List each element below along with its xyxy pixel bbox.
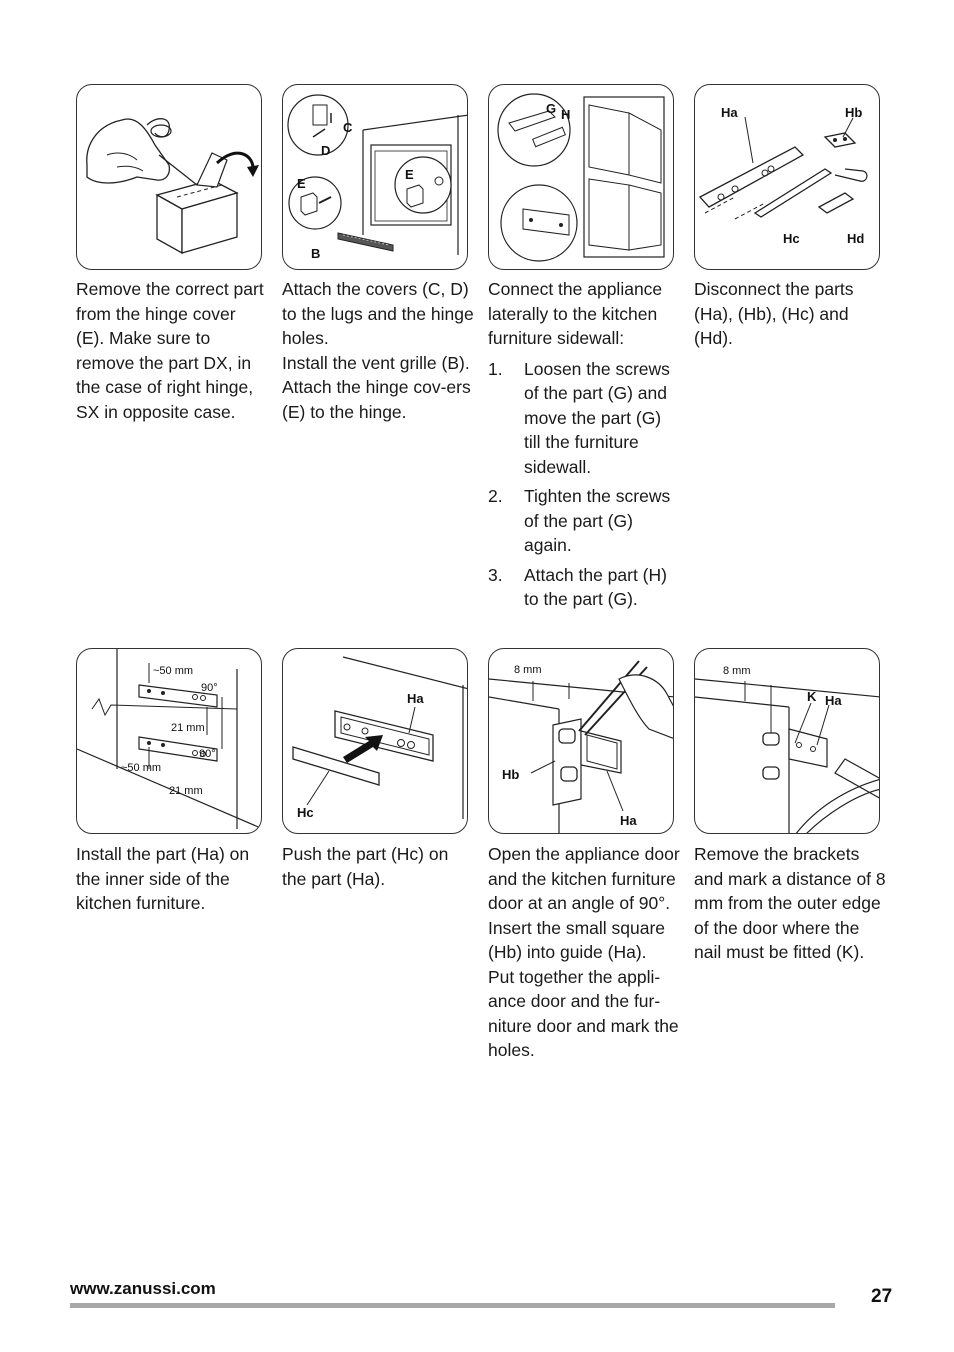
- caption-step-6: Push the part (Hc) on the part (Ha).: [282, 842, 474, 891]
- insert-hb-drawing: 8 mm Hb Ha: [489, 660, 673, 833]
- label-hc: Hc: [297, 805, 314, 820]
- label-e-right: E: [405, 167, 414, 182]
- list-item-text: Loosen the screws of the part (G) and mo…: [524, 358, 670, 477]
- caption-step-7-line-3: Put together the appli-ance door and the…: [488, 966, 679, 1061]
- illustration-insert-hb: 8 mm Hb Ha: [488, 648, 674, 834]
- label-ha: Ha: [721, 105, 738, 120]
- list-item-text: Attach the part (H) to the part (G).: [524, 564, 667, 610]
- label-hb: Hb: [845, 105, 862, 120]
- caption-step-2-line-1: Attach the covers (C, D) to the lugs and…: [282, 279, 474, 348]
- list-item: 2. Tighten the screws of the part (G) aga…: [488, 484, 680, 558]
- label-8mm: 8 mm: [514, 664, 542, 676]
- lateral-connect-drawing: G H: [497, 93, 665, 262]
- footer-website-url: www.zanussi.com: [70, 1279, 216, 1298]
- caption-step-2: Attach the covers (C, D) to the lugs and…: [282, 277, 474, 424]
- caption-step-8: Remove the brackets and mark a distance …: [694, 842, 886, 965]
- covers-and-grille-drawing: C D E E B: [287, 94, 467, 261]
- label-50mm-top: ~50 mm: [153, 665, 193, 677]
- label-hd: Hd: [847, 231, 864, 246]
- illustration-install-ha: ~50 mm 90° 21 mm 90° ~50 mm 21 mm: [76, 648, 262, 834]
- label-h: H: [561, 107, 570, 122]
- caption-step-6-text: Push the part (Hc) on the part (Ha).: [282, 844, 449, 889]
- label-21mm-top: 21 mm: [171, 722, 205, 734]
- hinge-cover-cut-drawing: [86, 118, 259, 255]
- caption-step-7-line-2: Insert the small square (Hb) into guide …: [488, 917, 666, 963]
- list-item: 1. Loosen the screws of the part (G) and …: [488, 357, 680, 480]
- label-d: D: [321, 143, 330, 158]
- label-21mm-bottom: 21 mm: [169, 785, 203, 797]
- caption-step-2-line-3: Attach the hinge cov-ers (E) to the hing…: [282, 377, 471, 422]
- label-90deg-bottom: 90°: [199, 748, 216, 760]
- label-c: C: [343, 120, 353, 135]
- label-hc: Hc: [783, 231, 800, 246]
- disconnect-parts-drawing: Ha Hb Hc Hd: [698, 105, 868, 246]
- label-b: B: [311, 246, 320, 261]
- caption-step-5-text: Install the part (Ha) on the inner side …: [76, 844, 250, 913]
- label-hb: Hb: [502, 767, 519, 782]
- illustration-push-hc: Ha Hc: [282, 648, 468, 834]
- push-hc-drawing: Ha Hc: [292, 656, 467, 820]
- footer-divider: [70, 1303, 835, 1308]
- caption-step-3: Connect the appliance laterally to the k…: [488, 277, 680, 617]
- illustration-lateral-connect: G H: [488, 84, 674, 270]
- caption-step-7: Open the appliance door and the kitchen …: [488, 842, 680, 1063]
- caption-step-1-text: Remove the correct part from the hinge c…: [76, 279, 264, 422]
- caption-step-2-line-2: Install the vent grille (B).: [282, 352, 470, 373]
- label-90deg-top: 90°: [201, 682, 218, 694]
- install-ha-drawing: ~50 mm 90° 21 mm 90° ~50 mm 21 mm: [77, 649, 261, 829]
- label-50mm-bottom: ~50 mm: [121, 762, 161, 774]
- caption-step-4-text: Disconnect the parts (Ha), (Hb), (Hc) an…: [694, 279, 854, 348]
- label-ha: Ha: [620, 813, 637, 828]
- caption-step-3-list: 1. Loosen the screws of the part (G) and …: [488, 357, 680, 612]
- caption-step-4: Disconnect the parts (Ha), (Hb), (Hc) an…: [694, 277, 886, 351]
- caption-step-1: Remove the correct part from the hinge c…: [76, 277, 268, 424]
- list-item-number: 2.: [488, 486, 503, 506]
- illustration-hinge-cover-cut: [76, 84, 262, 270]
- illustration-covers-and-grille: C D E E B: [282, 84, 468, 270]
- illustration-disconnect-parts: Ha Hb Hc Hd: [694, 84, 880, 270]
- caption-step-3-text: Connect the appliance laterally to the k…: [488, 279, 663, 348]
- page-number: 27: [871, 1286, 893, 1307]
- mark-nail-drawing: 8 mm K Ha: [695, 665, 879, 833]
- label-ha: Ha: [407, 691, 424, 706]
- list-item-number: 1.: [488, 358, 503, 379]
- label-ha: Ha: [825, 693, 842, 708]
- list-item-number: 3.: [488, 564, 503, 585]
- caption-step-5: Install the part (Ha) on the inner side …: [76, 842, 268, 916]
- list-item: 3. Attach the part (H) to the part (G).: [488, 563, 680, 612]
- label-g: G: [546, 101, 556, 116]
- label-k: K: [807, 689, 817, 704]
- caption-step-7-line-1: Open the appliance door and the kitchen …: [488, 844, 680, 913]
- label-8mm: 8 mm: [723, 665, 751, 677]
- label-e-left: E: [297, 176, 306, 191]
- caption-step-8-text: Remove the brackets and mark a distance …: [694, 844, 886, 962]
- illustration-mark-nail: 8 mm K Ha: [694, 648, 880, 834]
- list-item-text: Tighten the screws of the part (G) again…: [524, 486, 671, 555]
